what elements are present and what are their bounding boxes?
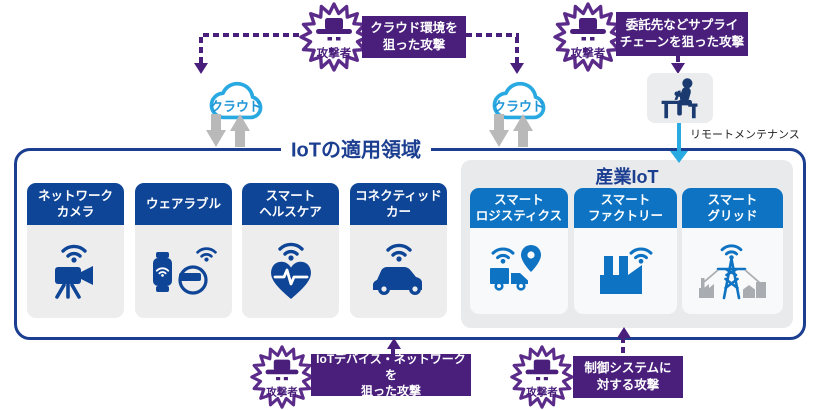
control-attack-path [621, 337, 625, 355]
card-label-line1: コネクティッド [355, 188, 442, 203]
card-label-line1: スマート [707, 192, 758, 207]
device-attack-arrowhead [387, 338, 401, 349]
supply-chain-attack-box: 委託先などサプライ チェーンを狙った攻撃 [616, 12, 748, 56]
card-label-line2: ヘルスケア [259, 205, 322, 219]
card-connected-car-body [350, 225, 447, 318]
remote-maintenance-line [677, 123, 681, 153]
iot-area-title: IoTの適用領域 [281, 133, 431, 163]
card-smart-factory-body [574, 228, 677, 314]
cloud-attack-path-left [203, 33, 300, 37]
person-at-desk-icon [661, 78, 698, 119]
card-label-line2: グリッド [707, 209, 758, 223]
supply-chain-arrowhead [671, 63, 685, 74]
logistics-truck-icon [490, 245, 541, 291]
card-connected-car-header: コネクティッド カー [350, 183, 447, 225]
supply-chain-path [676, 56, 680, 64]
remote-operator-box [647, 73, 713, 123]
attacker-label: 攻撃者 [526, 385, 558, 398]
power-grid-icon [698, 244, 766, 300]
cloud-label: クラウド [209, 99, 262, 114]
card-connected-car: コネクティッド カー [350, 183, 447, 318]
cloud-attack-path-right [466, 33, 519, 37]
control-attack-line1: 制御システムに [584, 361, 672, 376]
card-smart-healthcare-header: スマート ヘルスケア [242, 183, 339, 225]
attacker-label: 攻撃者 [317, 46, 352, 60]
cloud-attack-line1: クラウド環境を [370, 21, 458, 36]
video-camera-icon [54, 244, 93, 299]
control-attack-arrowhead [617, 327, 631, 338]
card-label-line1: ネットワーク [37, 188, 113, 203]
device-attack-box: IoTデバイス・ネットワークを 狙った攻撃 [311, 351, 471, 399]
device-attack-path [391, 348, 395, 356]
attacker-burst-icon: 攻撃者 [553, 2, 623, 72]
card-network-camera-header: ネットワーク カメラ [27, 183, 124, 225]
remote-maintenance-label: リモートメンテナンス [690, 129, 800, 141]
card-label-line1: スマート [600, 192, 651, 207]
card-smart-logistics: スマート ロジスティクス [470, 188, 568, 314]
heart-monitor-icon [270, 242, 311, 299]
card-wearable: ウェアラブル [135, 183, 232, 318]
cloud-label: クラウド [492, 99, 545, 114]
attacker-burst-icon: 攻撃者 [510, 345, 574, 409]
attacker-label: 攻撃者 [266, 385, 298, 398]
cloud-sync-arrows-icon [206, 113, 250, 149]
cloud-sync-arrows-icon [489, 113, 533, 149]
card-label-line1: スマート [494, 192, 544, 207]
control-attack-box: 制御システムに 対する攻撃 [573, 356, 683, 398]
card-label-line2: ロジスティクス [475, 209, 563, 223]
attacker-label: 攻撃者 [571, 46, 606, 60]
remote-maintenance-arrowhead [670, 151, 688, 163]
factory-icon [599, 247, 653, 294]
connected-car-icon [372, 243, 422, 295]
wearable-devices-icon [152, 246, 217, 295]
cloud-attack-path-right-drop [515, 37, 519, 63]
device-attack-line1: IoTデバイス・ネットワークを [316, 351, 466, 382]
supply-chain-line1: 委託先などサプライ [625, 18, 739, 33]
cloud-attack-box: クラウド環境を 狙った攻撃 [362, 16, 466, 58]
card-smart-healthcare-body [242, 225, 339, 318]
attacker-burst-icon: 攻撃者 [299, 2, 369, 72]
card-wearable-body [135, 225, 232, 318]
card-smart-logistics-body [470, 228, 568, 314]
industrial-iot-title: 産業IoT [595, 167, 659, 187]
card-label-line2: カメラ [56, 205, 95, 219]
card-smart-grid: スマート グリッド [682, 188, 783, 314]
card-smart-logistics-header: スマート ロジスティクス [470, 188, 568, 228]
card-label-line1: ウェアラブル [145, 196, 221, 211]
card-smart-grid-header: スマート グリッド [682, 188, 783, 228]
card-network-camera: ネットワーク カメラ [27, 183, 124, 318]
card-label-line2: ファクトリー [587, 209, 663, 223]
card-smart-grid-body [682, 228, 783, 314]
card-wearable-header: ウェアラブル [135, 183, 232, 225]
card-smart-factory-header: スマート ファクトリー [574, 188, 677, 228]
cloud-attack-path-left-drop [199, 37, 203, 63]
supply-chain-line2: チェーンを狙った攻撃 [619, 35, 745, 49]
card-smart-healthcare: スマート ヘルスケア [242, 183, 339, 318]
card-label-line1: スマート [265, 188, 316, 203]
card-network-camera-body [27, 225, 124, 318]
card-smart-factory: スマート ファクトリー [574, 188, 677, 314]
device-attack-line2: 狙った攻撃 [360, 384, 421, 399]
card-label-line2: カー [385, 205, 411, 219]
control-attack-line2: 対する攻撃 [596, 378, 660, 392]
attacker-burst-icon: 攻撃者 [250, 345, 314, 409]
cloud-attack-arrowhead-right [510, 63, 524, 74]
cloud-attack-arrowhead-left [194, 63, 208, 74]
cloud-attack-line2: 狙った攻撃 [382, 38, 446, 52]
